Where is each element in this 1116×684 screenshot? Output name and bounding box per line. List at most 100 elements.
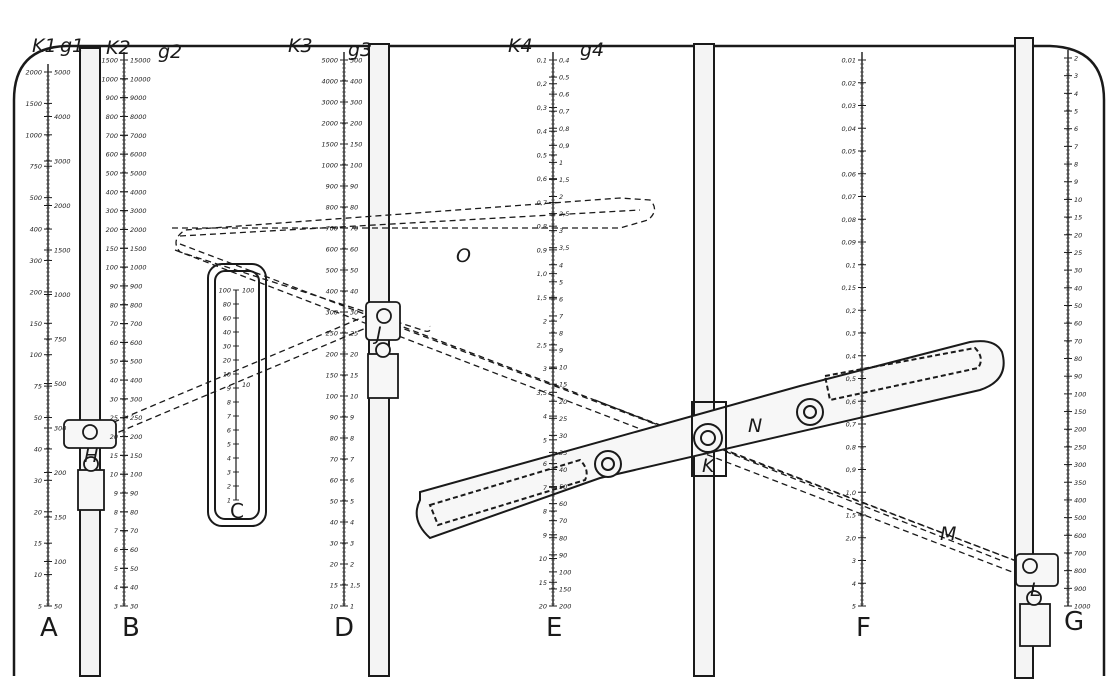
tick-label-c-6: 10	[223, 371, 231, 379]
tick-label-d-l-17: 90	[330, 414, 338, 422]
tick-label-d-l-3: 2000	[321, 120, 338, 128]
dashed-line-h-j-2	[99, 319, 386, 441]
tick-label-e-l-20: 9	[543, 531, 547, 539]
tick-label-c-r-0: 100	[242, 287, 254, 295]
tick-label-f-l-13: 0,4	[846, 352, 856, 360]
tick-label-g-r-4: 6	[1074, 125, 1078, 133]
slider-h-knob	[83, 456, 99, 472]
tick-label-g-r-18: 90	[1074, 373, 1082, 381]
tick-label-a-r-12: 50	[54, 603, 62, 611]
part-label-m: M	[940, 523, 956, 545]
tick-label-a-l-15: 15	[34, 540, 42, 548]
tick-label-b-l-5: 600	[106, 151, 118, 159]
tick-label-a-l-3: 750	[30, 163, 42, 171]
tick-label-e-r-28: 80	[559, 534, 567, 542]
tick-label-b-l-10: 150	[106, 245, 118, 253]
tick-label-e-l-14: 3,5	[537, 389, 547, 397]
tick-label-g-r-3: 5	[1074, 108, 1078, 116]
tick-label-b-l-27: 5	[114, 565, 118, 573]
tick-label-f-l-20: 1,5	[846, 512, 856, 520]
tick-label-g-r-31: 1000	[1074, 603, 1091, 611]
tick-label-e-r-19: 15	[559, 381, 567, 389]
tick-label-e-l-18: 7	[543, 484, 548, 492]
tick-label-g-r-13: 40	[1074, 284, 1082, 292]
tick-label-e-l-10: 1,5	[537, 294, 547, 302]
tick-label-e-r-17: 9	[559, 347, 563, 355]
arm-n-right-slot	[823, 346, 982, 402]
tick-label-d-r-6: 90	[350, 183, 358, 191]
tick-label-f-l-10: 0,15	[842, 284, 856, 292]
scale-letter-a: A	[40, 613, 58, 643]
tick-label-e-r-1: 0,5	[559, 74, 569, 82]
tick-label-f-l-14: 0,5	[846, 375, 856, 383]
tick-label-a-r-0: 5000	[54, 69, 71, 77]
tick-label-a-r-7: 500	[54, 380, 66, 388]
tick-label-d-r-9: 60	[350, 246, 358, 254]
slider-l-knob	[1026, 590, 1042, 606]
tick-label-b-l-25: 7	[114, 527, 119, 535]
tick-label-g-r-16: 70	[1074, 337, 1082, 345]
tick-label-a-r-4: 1500	[54, 247, 71, 255]
tick-label-d-r-17: 9	[350, 414, 354, 422]
tick-label-b-l-2: 900	[106, 94, 118, 102]
tick-label-a-r-6: 750	[54, 336, 66, 344]
tick-label-d-l-5: 1000	[321, 162, 338, 170]
tick-label-b-l-4: 700	[106, 132, 118, 140]
tick-label-d-r-2: 300	[350, 99, 362, 107]
tick-label-e-l-23: 20	[539, 603, 547, 611]
tick-label-f-l-22: 3	[852, 557, 856, 565]
tick-label-b-r-6: 5000	[130, 169, 147, 177]
tick-label-d-r-26: 1	[350, 603, 354, 611]
tick-label-f-l-16: 0,7	[846, 421, 857, 429]
tick-label-d-r-25: 1,5	[350, 582, 360, 590]
tick-label-c-14: 2	[227, 483, 231, 491]
tick-label-d-r-0: 500	[350, 57, 362, 65]
slider-k	[691, 401, 727, 477]
tick-label-a-r-11: 100	[54, 558, 66, 566]
guide-bar-g	[1014, 37, 1034, 679]
tick-label-a-l-16: 10	[34, 571, 42, 579]
tick-label-b-l-29: 3	[114, 603, 118, 611]
tick-label-g-r-15: 60	[1074, 320, 1082, 328]
tick-label-b-r-26: 60	[130, 546, 138, 554]
tick-label-b-r-16: 500	[130, 358, 142, 366]
part-label-n: N	[748, 415, 762, 437]
tick-label-c-7: 9	[227, 385, 231, 393]
scale-c-inner	[214, 270, 260, 520]
tick-label-g-r-19: 100	[1074, 390, 1086, 398]
part-label-j: J	[372, 323, 382, 345]
tick-label-g-r-20: 150	[1074, 408, 1086, 416]
pivot-right-inner	[803, 405, 817, 419]
tick-label-g-r-24: 350	[1074, 479, 1086, 487]
tick-label-e-r-3: 0,7	[559, 108, 570, 116]
tick-label-a-r-10: 150	[54, 514, 66, 522]
guide-bars	[79, 37, 1034, 679]
tick-label-g-r-30: 900	[1074, 585, 1086, 593]
head-label-g4: g4	[580, 39, 604, 61]
head-label-k4: K4	[508, 35, 533, 57]
tick-label-d-l-22: 40	[330, 519, 338, 527]
tick-label-d-l-4: 1500	[321, 141, 338, 149]
tick-label-e-l-17: 6	[543, 460, 547, 468]
tick-label-e-r-5: 0,9	[559, 142, 569, 150]
tick-label-b-l-19: 25	[110, 414, 118, 422]
tick-label-f-l-21: 2,0	[846, 534, 856, 542]
tick-label-d-l-10: 500	[326, 267, 338, 275]
arm-n	[415, 340, 1005, 540]
guide-bar-a	[79, 47, 101, 677]
tick-label-b-r-27: 50	[130, 565, 138, 573]
tick-label-c-5: 20	[223, 357, 231, 365]
tick-label-f-l-3: 0,04	[842, 125, 856, 133]
scale-axes: 2000150010007505004003002001501007550403…	[25, 50, 1091, 611]
tick-label-e-r-31: 150	[559, 585, 571, 593]
part-label-k: K	[702, 455, 716, 477]
tick-label-d-r-1: 400	[350, 78, 362, 86]
tick-label-a-l-8: 150	[30, 320, 42, 328]
tick-label-d-r-20: 6	[350, 477, 354, 485]
tick-label-c-0: 100	[219, 287, 231, 295]
tick-label-b-l-15: 60	[110, 339, 118, 347]
tick-label-g-r-22: 250	[1074, 443, 1086, 451]
tick-label-g-r-26: 500	[1074, 514, 1086, 522]
tick-label-e-l-8: 0,9	[537, 246, 547, 254]
tick-label-d-l-9: 600	[326, 246, 338, 254]
